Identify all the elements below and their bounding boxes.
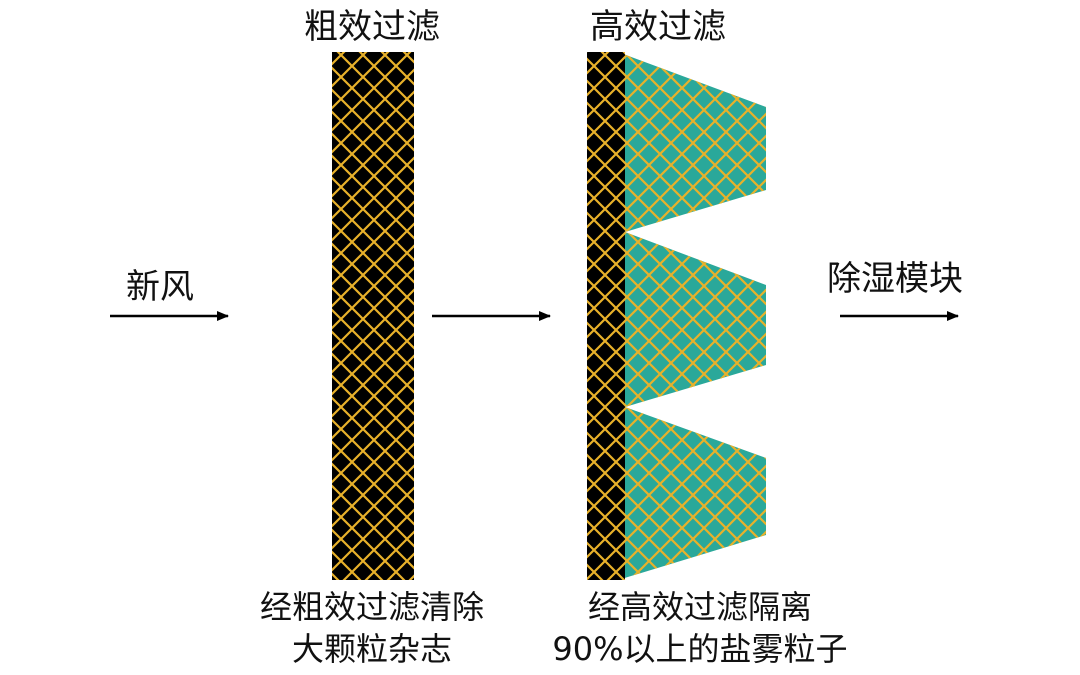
coarse-filter-title: 粗效过滤: [304, 7, 440, 47]
coarse-filter-panel: [332, 52, 414, 580]
coarse-caption-line1: 经粗效过滤清除: [260, 588, 484, 626]
hepa-caption-line2: 90%以上的盐雾粒子: [552, 630, 847, 668]
inlet-label: 新风: [126, 267, 194, 307]
hepa-filter-panel: [587, 52, 766, 580]
outlet-label: 除湿模块: [827, 259, 963, 299]
hepa-filter-title: 高效过滤: [590, 7, 726, 47]
coarse-caption-line2: 大颗粒杂志: [292, 630, 452, 668]
hepa-caption-line1: 经高效过滤隔离: [588, 588, 812, 626]
